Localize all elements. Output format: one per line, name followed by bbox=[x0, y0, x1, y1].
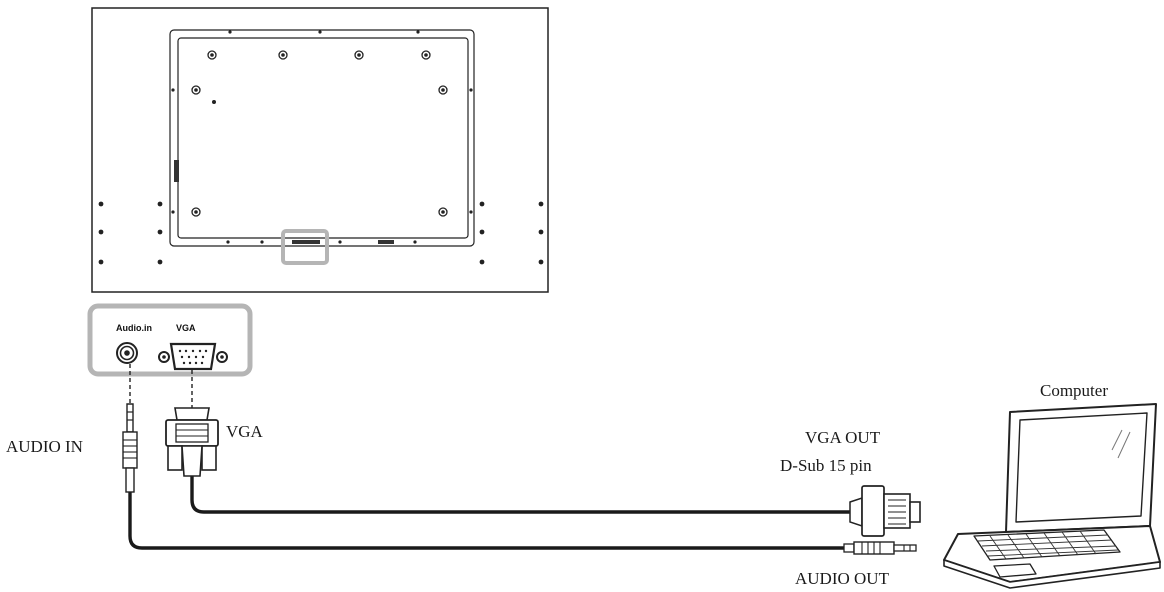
label-vga-out: VGA OUT bbox=[805, 428, 881, 447]
port-label-vga: VGA bbox=[176, 323, 196, 333]
vga-out-connector-icon bbox=[849, 485, 921, 537]
audio-out-plug-icon bbox=[843, 541, 917, 555]
monitor-rear-panel bbox=[91, 7, 549, 293]
label-computer: Computer bbox=[1040, 381, 1108, 400]
vga-port-icon bbox=[158, 342, 228, 371]
label-vga: VGA bbox=[226, 422, 264, 441]
cables bbox=[128, 470, 852, 550]
laptop-icon bbox=[943, 403, 1161, 589]
vga-cable bbox=[190, 470, 852, 514]
label-dsub-15-pin: D-Sub 15 pin bbox=[780, 456, 872, 475]
label-audio-out: AUDIO OUT bbox=[795, 569, 890, 588]
audio-jack-icon bbox=[122, 403, 138, 493]
port-label-audio-in: Audio.in bbox=[116, 323, 152, 333]
label-audio-in: AUDIO IN bbox=[6, 437, 83, 456]
vga-connector-icon bbox=[165, 407, 219, 477]
audio-cable bbox=[128, 490, 846, 550]
port-panel: Audio.in VGA bbox=[87, 303, 253, 377]
port-area-highlight bbox=[281, 229, 329, 265]
audio-in-port-icon bbox=[116, 342, 138, 364]
